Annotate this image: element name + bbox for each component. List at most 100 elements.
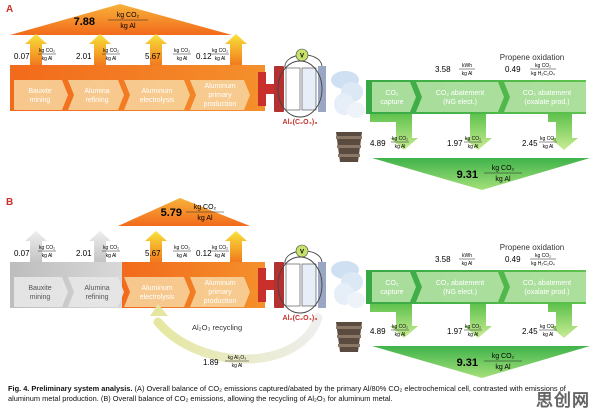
- abatement-arrow: [464, 304, 492, 338]
- svg-text:capture: capture: [380, 289, 403, 296]
- abatement-values: 4.89 kg CO₂ kg Al 1.97 kg CO₂ kg Al 2.45…: [370, 324, 557, 338]
- caption-part-b: (B) Overall balance of CO₂ emissions, al…: [100, 394, 393, 403]
- svg-text:kg Al₂O₃: kg Al₂O₃: [228, 355, 247, 361]
- svg-text:CO₂ abatement: CO₂ abatement: [523, 90, 571, 97]
- abatement-arrow: [370, 304, 418, 338]
- svg-text:kg CO₂: kg CO₂: [492, 353, 515, 360]
- svg-text:Bauxite: Bauxite: [28, 88, 51, 95]
- recycling-value: 1.89 kg Al₂O₃ kg Al: [203, 355, 249, 369]
- svg-text:5.79: 5.79: [161, 207, 182, 219]
- svg-text:V: V: [300, 250, 304, 256]
- caption-part-a: (A) Overall balance of CO₂ emissions cap…: [8, 384, 566, 403]
- svg-text:kg Al: kg Al: [543, 144, 554, 150]
- svg-text:0.12: 0.12: [196, 52, 212, 61]
- stage-box: [372, 272, 416, 302]
- svg-text:4.89: 4.89: [370, 327, 386, 336]
- electricity-input: 3.58 kWh kg Al: [435, 253, 475, 267]
- svg-text:kg Al: kg Al: [468, 144, 479, 150]
- abatement-arrow: [464, 114, 492, 150]
- svg-text:kg Al: kg Al: [395, 144, 406, 150]
- svg-text:CO₂: CO₂: [385, 280, 399, 287]
- svg-text:kg CO₂: kg CO₂: [540, 324, 556, 330]
- stage-box: [190, 80, 250, 110]
- stage-box: [190, 277, 250, 307]
- svg-text:(NG elect.): (NG elect.): [443, 99, 477, 106]
- svg-text:refining: refining: [86, 294, 109, 301]
- stage-box: [14, 277, 68, 307]
- svg-text:kg Al: kg Al: [495, 176, 511, 183]
- emission-arrow: [89, 231, 111, 262]
- svg-text:capture: capture: [380, 99, 403, 106]
- svg-text:kg CO₂: kg CO₂: [103, 48, 119, 54]
- figure-caption: Fig. 4. Preliminary system analysis. (A)…: [8, 384, 568, 404]
- svg-text:kg Al: kg Al: [468, 332, 479, 338]
- oxalate-input: 0.49 kg CO₂ kg H₂C₂O₄: [505, 63, 556, 77]
- cell-product-label: Al₂(C₂O₄)₃: [283, 315, 318, 322]
- svg-text:CO₂: CO₂: [385, 90, 399, 97]
- svg-text:kg CO₂: kg CO₂: [39, 245, 55, 251]
- svg-text:5.67: 5.67: [145, 249, 161, 258]
- emission-value: 0.12 kg CO₂ kg Al: [196, 245, 229, 259]
- svg-text:kg CO₂: kg CO₂: [392, 324, 408, 330]
- svg-text:kg Al: kg Al: [177, 56, 188, 62]
- electrochemical-cell: V Al₂(C₂O₄)₃: [258, 48, 326, 126]
- svg-text:kg Al: kg Al: [197, 215, 213, 222]
- svg-text:refining: refining: [86, 97, 109, 104]
- svg-text:kg Al: kg Al: [462, 71, 473, 77]
- abatement-value: 1.97 kg CO₂ kg Al: [447, 324, 482, 338]
- svg-text:kg CO₂: kg CO₂: [117, 12, 140, 19]
- svg-text:CO₂ abatement: CO₂ abatement: [523, 280, 571, 287]
- svg-text:kg Al: kg Al: [215, 253, 226, 259]
- abatement-value: 2.45 kg CO₂ kg Al: [522, 324, 557, 338]
- emission-arrow: [145, 231, 167, 262]
- total-emissions-triangle: [118, 198, 250, 226]
- svg-text:kg Al: kg Al: [177, 253, 188, 259]
- total-abatement-label: 9.31 kg CO₂ kg Al: [457, 353, 522, 371]
- svg-text:kg Al: kg Al: [462, 261, 473, 267]
- svg-text:1.89: 1.89: [203, 358, 219, 367]
- svg-text:3.58: 3.58: [435, 255, 451, 264]
- stage-labels: Bauxite mining Alumina refining Aluminum…: [28, 280, 236, 305]
- svg-text:kg CO₂: kg CO₂: [39, 48, 55, 54]
- panel-b: B 5.79 kg CO₂ kg Al 0.07 kg CO₂ kg Al: [6, 197, 590, 378]
- svg-text:kg Al: kg Al: [395, 332, 406, 338]
- recycling-arrow: [150, 304, 323, 364]
- capture-stage-labels: CO₂ capture CO₂ abatement (NG elect.) CO…: [380, 90, 571, 106]
- smoke-plume: [331, 71, 365, 118]
- emission-arrow: [25, 231, 47, 262]
- svg-text:electrolysis: electrolysis: [140, 294, 175, 301]
- svg-text:kg CO₂: kg CO₂: [212, 245, 228, 251]
- svg-text:kg CO₂: kg CO₂: [392, 136, 408, 142]
- total-abatement-triangle: [372, 346, 590, 378]
- svg-text:kg Al: kg Al: [232, 363, 243, 369]
- abatement-value: 2.45 kg CO₂ kg Al: [522, 136, 557, 150]
- svg-text:kg CO₂: kg CO₂: [492, 165, 515, 172]
- abatement-values: 4.89 kg CO₂ kg Al 1.97 kg CO₂ kg Al 2.45…: [370, 136, 557, 150]
- svg-text:2.45: 2.45: [522, 327, 538, 336]
- svg-text:mining: mining: [30, 97, 51, 104]
- chimney-icon: [336, 322, 362, 352]
- total-emissions-label: 5.79 kg CO₂ kg Al: [161, 204, 224, 222]
- svg-text:Bauxite: Bauxite: [28, 285, 51, 292]
- recycling-label: Al₂O₃ recycling: [192, 323, 242, 332]
- svg-text:7.88: 7.88: [74, 16, 95, 28]
- total-abatement-triangle: [372, 158, 590, 190]
- stage-box: [416, 272, 504, 302]
- svg-text:0.49: 0.49: [505, 255, 521, 264]
- svg-text:5.67: 5.67: [145, 52, 161, 61]
- svg-text:(oxalate prod.): (oxalate prod.): [524, 289, 569, 296]
- svg-text:kg Al: kg Al: [42, 253, 53, 259]
- svg-text:kg H₂C₂O₄: kg H₂C₂O₄: [531, 261, 555, 267]
- emission-arrow: [89, 34, 111, 65]
- panel-a: A 7.88 kg CO₂ kg Al 0.07 kg CO₂ kg Al: [6, 4, 590, 190]
- svg-text:1.97: 1.97: [447, 327, 463, 336]
- emission-value: 2.01 kg CO₂ kg Al: [76, 48, 120, 62]
- total-emissions-triangle: [10, 4, 232, 35]
- abatement-arrow: [370, 114, 418, 150]
- svg-text:kg Al: kg Al: [495, 364, 511, 371]
- svg-text:kg CO₂: kg CO₂: [535, 253, 551, 259]
- svg-text:9.31: 9.31: [457, 169, 478, 181]
- abatement-arrows: [370, 304, 578, 338]
- emission-arrow: [225, 231, 247, 262]
- svg-text:9.31: 9.31: [457, 357, 478, 369]
